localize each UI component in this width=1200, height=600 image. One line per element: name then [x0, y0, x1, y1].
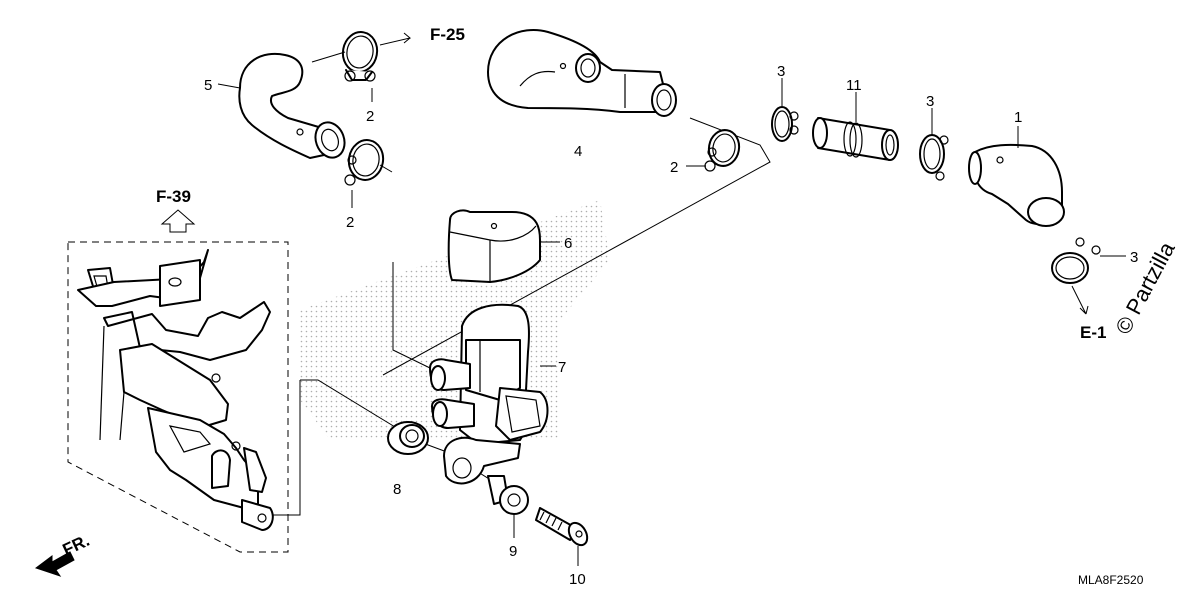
callout-10: 10: [569, 571, 586, 588]
callout-1: 1: [1014, 109, 1022, 126]
diagram-code: MLA8F2520: [1078, 573, 1144, 587]
callout-11: 11: [846, 77, 862, 94]
collar-part-9[interactable]: [487, 475, 529, 515]
hose-part-5[interactable]: [238, 52, 349, 162]
clamp-part-3-left[interactable]: [771, 106, 799, 142]
clamp-part-3-middle[interactable]: [919, 134, 949, 181]
joint-part-11[interactable]: [812, 117, 899, 161]
front-arrow-icon: [34, 551, 75, 577]
clamp-part-3-right[interactable]: [1051, 237, 1101, 284]
callout-2-left: 2: [346, 214, 354, 231]
ref-f39[interactable]: F-39: [156, 187, 191, 206]
callout-3-right: 3: [1130, 249, 1138, 266]
valve-part-7[interactable]: [429, 303, 549, 485]
bracket-assembly: [77, 249, 274, 531]
callout-3-middle: 3: [926, 93, 934, 110]
hose-part-4[interactable]: [487, 29, 677, 117]
callout-6: 6: [564, 235, 572, 252]
clamp-part-2-right[interactable]: [704, 128, 742, 172]
clamp-part-2-upper[interactable]: [340, 29, 380, 82]
callout-4: 4: [574, 143, 582, 160]
callout-2-top: 2: [366, 108, 374, 125]
bolt-part-10[interactable]: [535, 507, 591, 548]
cover-part-6[interactable]: [447, 209, 541, 283]
reference-outline-f39: [67, 241, 289, 553]
elbow-part-1[interactable]: [968, 143, 1065, 227]
arrow-f25: [379, 32, 412, 46]
arrow-f39: [160, 209, 196, 233]
clamp-part-2-lower[interactable]: [344, 137, 386, 186]
callout-8: 8: [393, 481, 401, 498]
arrow-e1: [1071, 285, 1089, 315]
ref-f25[interactable]: F-25: [430, 25, 465, 44]
grommet-part-8[interactable]: [387, 421, 429, 455]
watermark: © Partzilla: [1110, 237, 1180, 338]
callout-7: 7: [558, 359, 566, 376]
callout-2-right: 2: [670, 159, 678, 176]
ref-e1[interactable]: E-1: [1080, 323, 1106, 342]
callout-9: 9: [509, 543, 517, 560]
callout-5: 5: [204, 77, 212, 94]
callout-3-left: 3: [777, 63, 785, 80]
